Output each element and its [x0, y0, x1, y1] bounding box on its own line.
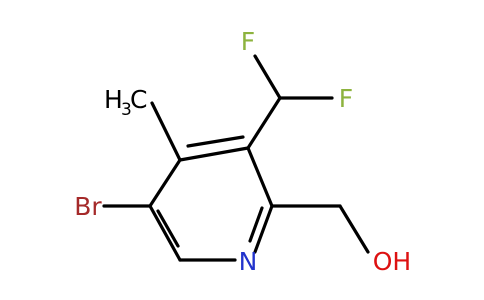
bond-ch2-o — [338, 204, 370, 254]
methyl-subscript-label: 3 — [121, 100, 132, 120]
bond-c6-c5 — [148, 204, 182, 262]
methyl-h-label: H — [104, 85, 123, 114]
bond-c4-c3-double — [186, 135, 245, 148]
fluorine-top-label: F — [241, 27, 255, 56]
bromine-label: Br — [74, 192, 102, 221]
methyl-c-label: C — [130, 85, 147, 114]
bond-c4-c3 — [178, 146, 250, 162]
fluorine-right-label: F — [339, 84, 353, 113]
bond-c3-c2 — [246, 146, 274, 208]
nitrogen-label: N — [239, 247, 258, 276]
bond-c4-methyl — [150, 101, 182, 162]
bond-chf2-f-top — [253, 54, 282, 100]
bond-c2-n-double — [248, 206, 264, 243]
bond-c2-n — [253, 204, 274, 254]
bond-c3-chf2 — [246, 96, 282, 150]
hydroxyl-label: OH — [373, 247, 411, 276]
bond-c6-c5-double — [156, 209, 180, 248]
bond-c5-c4 — [148, 158, 182, 208]
